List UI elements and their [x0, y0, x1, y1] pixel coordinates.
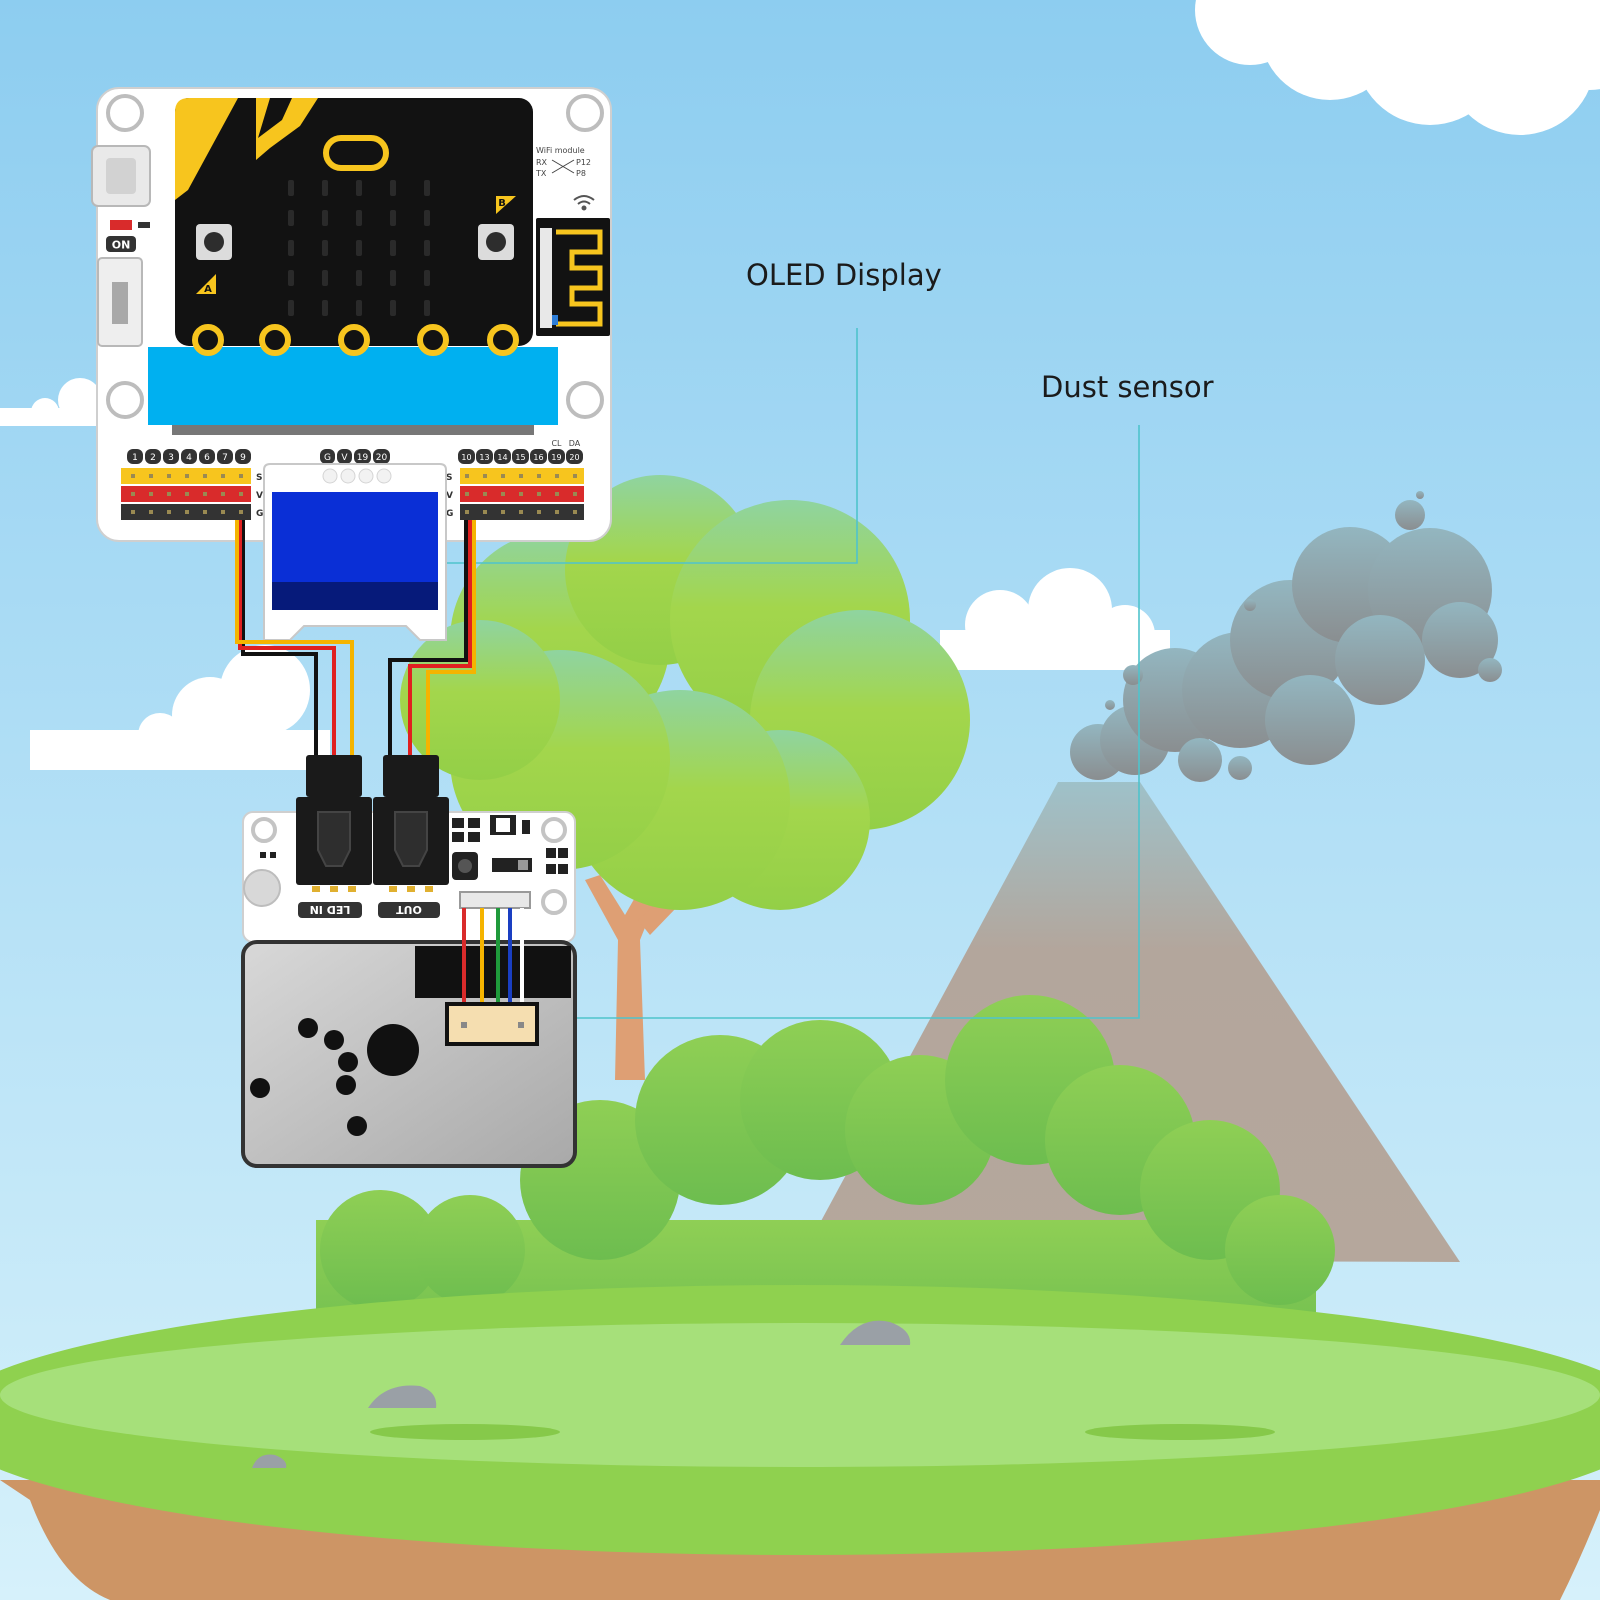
wifi-icon	[573, 195, 595, 211]
svg-text:14: 14	[497, 453, 507, 462]
wifi-tx: TX	[535, 169, 547, 178]
mounting-holes	[106, 94, 604, 419]
wifi-rx: RX	[536, 158, 548, 167]
svg-text:9: 9	[240, 453, 246, 463]
out-label: OUT	[396, 903, 422, 916]
cloud-mid-left	[30, 645, 330, 770]
svg-text:G: G	[256, 509, 263, 519]
wifi-title: WiFi module	[536, 146, 585, 155]
callout-dust-sensor: Dust sensor	[1041, 370, 1214, 404]
svg-text:S: S	[446, 473, 452, 483]
svg-text:V: V	[341, 453, 348, 463]
pin-labels-mid: G V 19 20	[320, 449, 390, 464]
edge-connector-teeth	[172, 425, 534, 435]
svg-text:16: 16	[533, 453, 543, 462]
microbit-logo	[323, 135, 389, 171]
svg-text:20: 20	[569, 453, 579, 462]
svg-text:2: 2	[150, 453, 156, 463]
pin-labels-left: 1 2 3 4 6 7 9	[127, 449, 251, 464]
led-in-label: LED IN	[310, 903, 351, 916]
grass-patch	[1085, 1424, 1275, 1440]
out-badge	[378, 902, 440, 918]
svg-text:19: 19	[357, 453, 369, 463]
button-b-label: B	[498, 198, 506, 209]
svg-text:10: 10	[461, 453, 471, 462]
callout-line-oled	[418, 328, 858, 564]
svg-text:15: 15	[515, 453, 525, 462]
wifi-p12: P12	[576, 158, 591, 167]
oled-display-module	[263, 463, 447, 641]
svg-text:20: 20	[376, 453, 388, 463]
pin-label-da: DA	[569, 439, 581, 448]
cloud-top-right	[1195, 0, 1600, 135]
svg-text:6: 6	[204, 453, 210, 463]
row-letters-left: S V G	[256, 473, 263, 519]
svg-text:7: 7	[222, 453, 228, 463]
cloud-mid-right	[940, 568, 1170, 670]
led-matrix	[288, 180, 430, 316]
expansion-board: ON A B	[91, 87, 612, 542]
wifi-p8: P8	[576, 169, 586, 178]
rocks	[252, 1320, 911, 1468]
svg-text:G: G	[324, 453, 331, 463]
volcano-smoke	[1070, 491, 1502, 782]
svg-text:V: V	[256, 491, 263, 501]
svg-text:3: 3	[168, 453, 174, 463]
callout-oled-display: OLED Display	[746, 258, 942, 292]
gold-pads	[192, 324, 519, 356]
pin-header-left	[121, 468, 251, 520]
grass-patch	[370, 1424, 560, 1440]
wires	[235, 520, 476, 758]
row-letters-right: S V G	[446, 473, 453, 519]
microbit: A B	[175, 98, 533, 356]
svg-text:S: S	[256, 473, 262, 483]
svg-text:19: 19	[551, 453, 561, 462]
on-badge	[106, 236, 136, 252]
pin-label-cl: CL	[551, 439, 562, 448]
island-grass-top	[0, 1323, 1600, 1467]
svg-text:V: V	[446, 491, 453, 501]
button-a-label: A	[204, 284, 212, 295]
callout-line-dust	[560, 425, 1140, 1019]
dust-sensor: LED IN OUT	[241, 755, 577, 1168]
pin-header-right	[460, 468, 584, 520]
svg-text:1: 1	[132, 453, 138, 463]
svg-text:G: G	[446, 509, 453, 519]
sensor-holes	[250, 1018, 419, 1136]
connector-led-in	[296, 755, 372, 892]
svg-text:13: 13	[479, 453, 489, 462]
callout-lines	[418, 328, 1140, 1019]
connector-out	[373, 755, 449, 892]
on-label: ON	[112, 239, 131, 252]
pin-labels-right: 10 13 14 15 16 19 20	[458, 449, 583, 464]
led-in-badge	[298, 902, 362, 918]
svg-text:4: 4	[186, 453, 192, 463]
